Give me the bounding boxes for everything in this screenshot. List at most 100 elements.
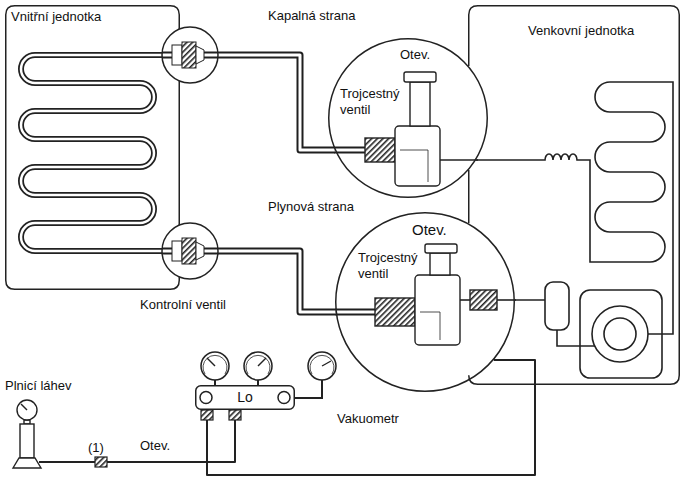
- service-hose: [207, 360, 535, 475]
- gas-three-way-valve-part: [335, 309, 376, 316]
- outdoor-piping-part: [497, 299, 545, 301]
- detail-circle: [336, 213, 515, 392]
- check-valve-detail-part-part: [172, 45, 182, 65]
- pressure-gauge-part: [207, 358, 215, 366]
- indoor-unit-outline: [5, 5, 180, 290]
- outdoor-piping-part: [545, 282, 569, 330]
- valve-detail-circle-outline: [335, 212, 515, 392]
- outdoor-unit-outline: [468, 5, 680, 385]
- valve-state-label: Otev.: [140, 438, 170, 454]
- valve-knob: [278, 392, 290, 404]
- valve-knob: [200, 392, 212, 404]
- check-valve-detail: [160, 223, 220, 279]
- detail-circle-ground: [328, 38, 515, 392]
- gas-three-way-valve-part: [497, 299, 516, 301]
- unit-housing: [6, 6, 180, 290]
- vacuum-gauge-part: [310, 355, 334, 374]
- check-valve-detail-part: [162, 27, 218, 83]
- check-valve-detail-part: [160, 42, 220, 68]
- valve-detail-circle: Otev. Trojcestný ventil: [335, 212, 515, 392]
- unit-label: Venkovní jednotka: [528, 23, 634, 39]
- check-valve-detail-part-part: [196, 242, 204, 260]
- detail-circle-ground-part: [335, 212, 515, 392]
- liquid-three-way-valve-part: [440, 159, 478, 161]
- outdoor-unit: Venkovní jednotka: [468, 5, 680, 385]
- indoor-coil-part: [21, 55, 180, 251]
- unit-housing: [469, 6, 680, 385]
- gas-three-way-valve-part: [335, 311, 376, 314]
- liquid-three-way-valve-part: [404, 72, 436, 82]
- port-label: Lo: [237, 389, 253, 406]
- outdoor-piping-part: [592, 306, 648, 362]
- liquid-three-way-valve: [334, 72, 478, 186]
- pipe-side-label: Kapalná strana: [268, 8, 355, 24]
- pressure-gauge-part: [246, 355, 270, 374]
- pressure-gauge-part: [203, 355, 227, 374]
- manifold-gauge: Lo: [195, 385, 295, 410]
- gas-three-way-valve-part: [430, 253, 450, 275]
- pressure-gauge-part: [258, 358, 266, 366]
- liquid-three-way-valve-part: [334, 147, 366, 154]
- valve-detail-circle: Otev. Trojcestný ventil: [328, 38, 488, 198]
- callout-number: (1): [88, 440, 104, 456]
- gauge-needle: [21, 404, 27, 410]
- charging-hose-line: [78, 410, 235, 462]
- pressure-gauge-part: [244, 352, 272, 380]
- check-valve-detail-part: [162, 223, 218, 279]
- pressure-gauge: [201, 352, 229, 385]
- service-hose-line: [207, 360, 535, 475]
- liquid-three-way-valve-part: [410, 82, 430, 126]
- manifold-block: [196, 386, 295, 410]
- indoor-coil-part: [21, 55, 180, 251]
- manifold-body: [196, 386, 295, 410]
- cylinder-label: Plnicí láhev: [5, 378, 71, 394]
- liquid-three-way-valve-part: [400, 150, 428, 182]
- pressure-gauge-part: [257, 380, 259, 385]
- liquid-three-way-valve-part: [395, 126, 440, 186]
- liquid-three-way-valve-part: [365, 138, 395, 162]
- valve-label: Trojcestný ventil: [340, 86, 406, 117]
- hose-port: [201, 410, 241, 420]
- part-label: Vakuometr: [337, 411, 399, 427]
- gas-three-way-valve-part: [420, 312, 440, 340]
- check-valve-detail-part-part: [182, 42, 196, 68]
- vacuum-gauge-part: [308, 352, 336, 380]
- pipe-side-label: Plynová strana: [268, 199, 354, 215]
- cylinder-symbol: [13, 400, 78, 468]
- detail-circle: [329, 39, 488, 198]
- indoor-coil: [21, 55, 180, 251]
- vacuum-gauge-part: [295, 380, 322, 398]
- valve-label: Trojcestný ventil: [358, 250, 424, 281]
- valve-state-label: Otev.: [412, 221, 447, 239]
- outdoor-piping-part: [604, 318, 636, 350]
- detail-circle-ground-part: [328, 38, 488, 198]
- check-valve-detail-part-part: [196, 46, 204, 64]
- outdoor-piping-part: [557, 330, 595, 346]
- vacuum-gauge: [295, 352, 336, 398]
- cylinder-body: [20, 424, 34, 458]
- gas-three-way-valve-part: [375, 298, 415, 326]
- hose-port-part: [201, 410, 213, 420]
- check-valve-detail-part: [160, 238, 220, 264]
- pressure-gauge-part: [201, 352, 229, 380]
- charging-cylinder: Plnicí láhev: [5, 378, 78, 473]
- pressure-gauge: [244, 352, 272, 385]
- part-label: Kontrolní ventil: [140, 297, 226, 313]
- gas-three-way-valve-part: [470, 290, 497, 310]
- gas-three-way-valve: [335, 244, 516, 345]
- indoor-unit: Vnitřní jednotka: [5, 5, 180, 290]
- check-valve-detail: [160, 27, 220, 83]
- charging-hose: [78, 410, 235, 462]
- liquid-three-way-valve-part: [334, 149, 366, 152]
- unit-label: Vnitřní jednotka: [11, 9, 101, 25]
- hose-fitting-part: [95, 457, 107, 467]
- cylinder-gauge: [17, 400, 37, 420]
- cylinder-base: [13, 458, 41, 468]
- pressure-gauge-part: [214, 380, 216, 385]
- gas-three-way-valve-part: [415, 275, 460, 345]
- hose-stub: [39, 461, 78, 463]
- valve-state-label: Otev.: [400, 47, 430, 63]
- check-valve-detail-part-part: [172, 241, 182, 261]
- hose-port-part: [229, 410, 241, 420]
- hose-fitting: [95, 457, 107, 467]
